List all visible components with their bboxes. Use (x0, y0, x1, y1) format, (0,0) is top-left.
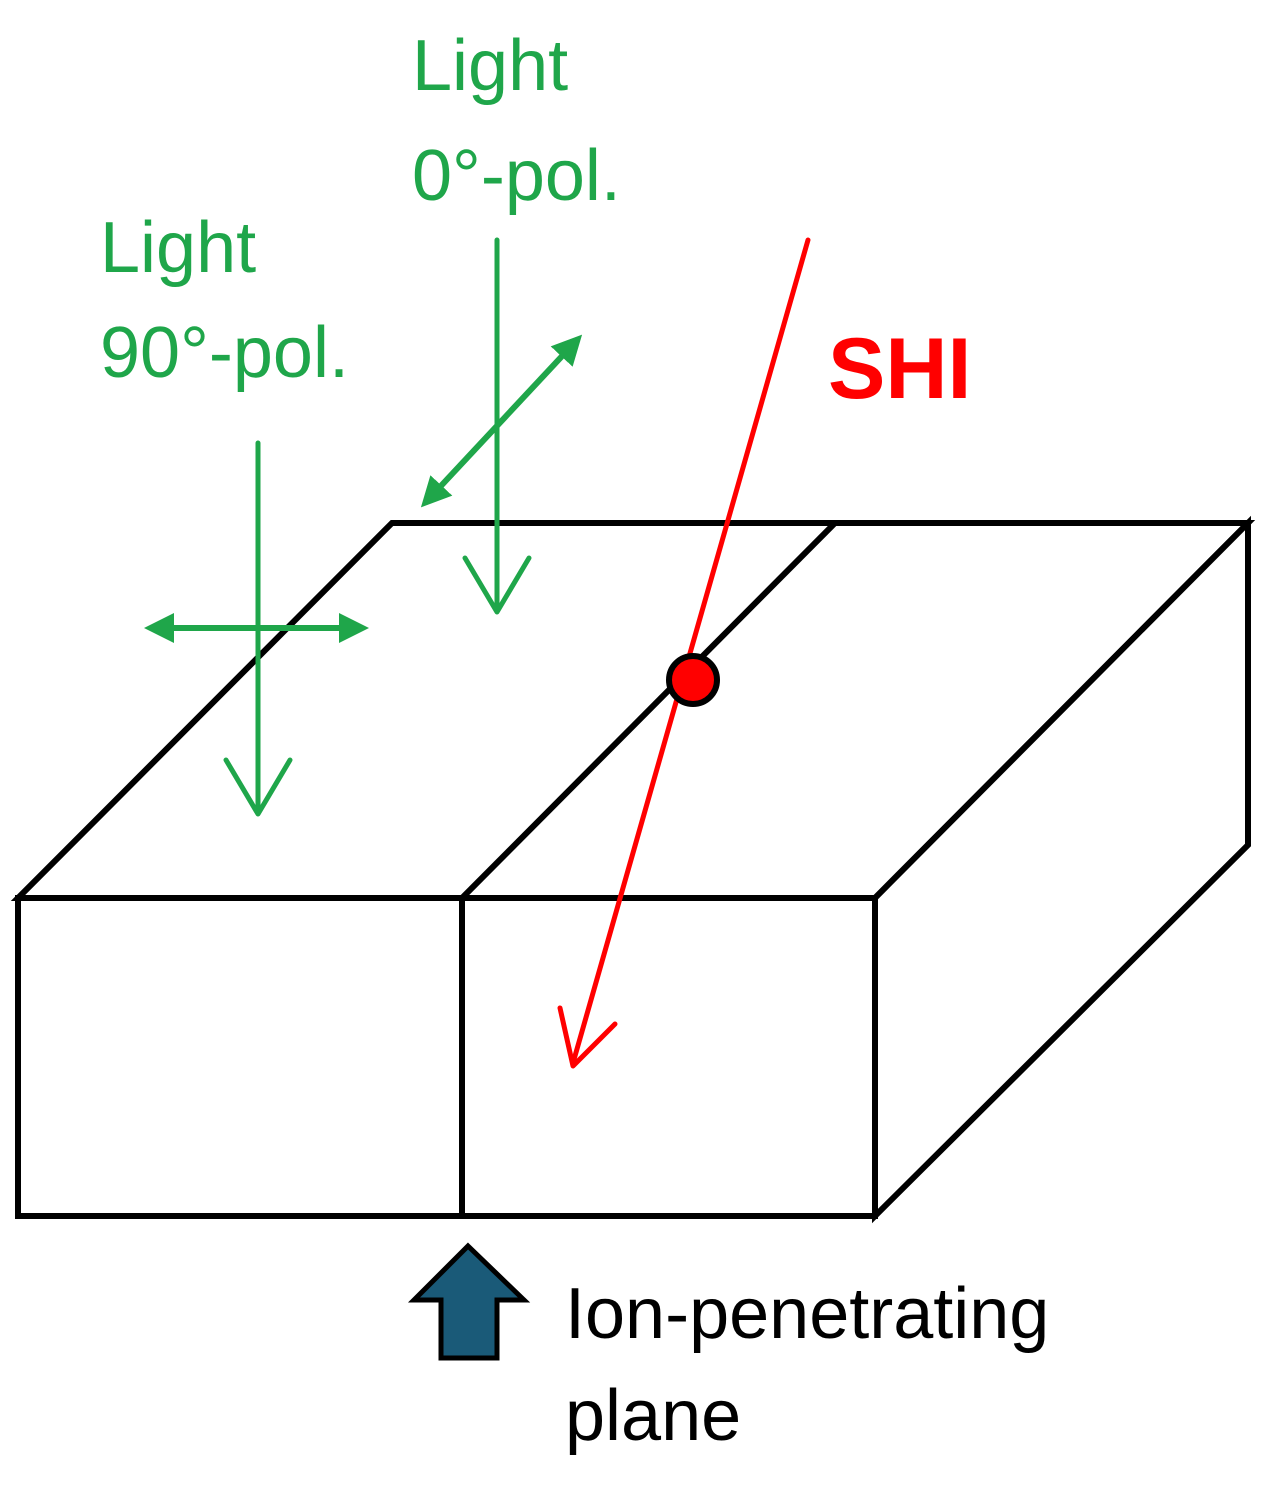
light-0-label-line1: Light (412, 26, 568, 106)
ion-plane-label-line2: plane (565, 1376, 741, 1456)
block-right-face (872, 515, 1251, 1224)
light-90-label-line2: 90°-pol. (100, 313, 349, 393)
chevron-down-icon (557, 1005, 618, 1069)
up-arrow-icon (407, 1242, 531, 1361)
plane-line-top (459, 520, 838, 901)
shi-label: SHI (828, 321, 971, 417)
light-90-label-line1: Light (100, 208, 256, 288)
polarization-0-double-arrow (420, 334, 583, 508)
shi-track (557, 237, 811, 1069)
light-0-label-line2: 0°-pol. (412, 136, 621, 216)
red-dot-icon (666, 653, 720, 707)
chevron-down-icon (223, 757, 293, 817)
block-front-face (15, 895, 878, 1219)
ion-plane-label-line1: Ion-penetrating (565, 1274, 1049, 1354)
chevron-down-icon (462, 555, 532, 615)
